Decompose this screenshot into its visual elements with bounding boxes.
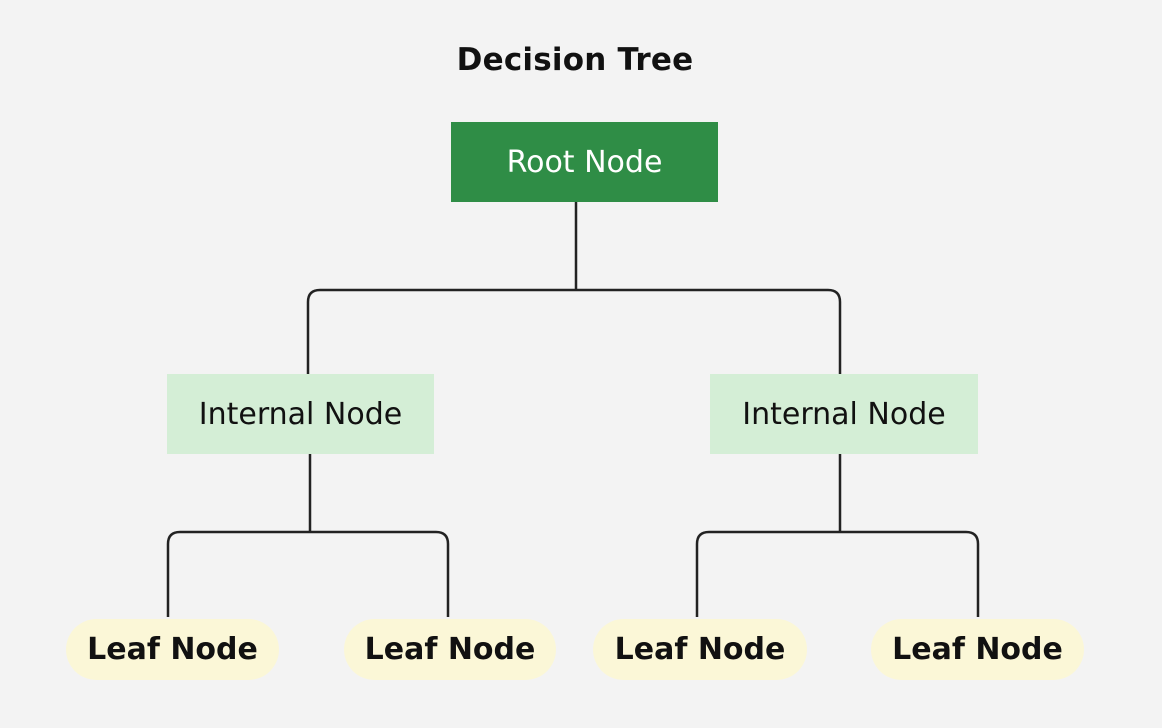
- root-to-internal-connector: [306, 202, 842, 374]
- leaf-node-4: Leaf Node: [871, 619, 1084, 680]
- internal-node-right: Internal Node: [710, 374, 978, 454]
- leaf-node-2: Leaf Node: [344, 619, 556, 680]
- root-node: Root Node: [451, 122, 718, 202]
- internal-node-left: Internal Node: [167, 374, 434, 454]
- left-internal-to-leaves-connector: [166, 454, 450, 617]
- leaf-node-1: Leaf Node: [66, 619, 279, 680]
- leaf-node-3: Leaf Node: [593, 619, 807, 680]
- diagram-title: Decision Tree: [456, 42, 694, 78]
- right-internal-to-leaves-connector: [695, 454, 980, 617]
